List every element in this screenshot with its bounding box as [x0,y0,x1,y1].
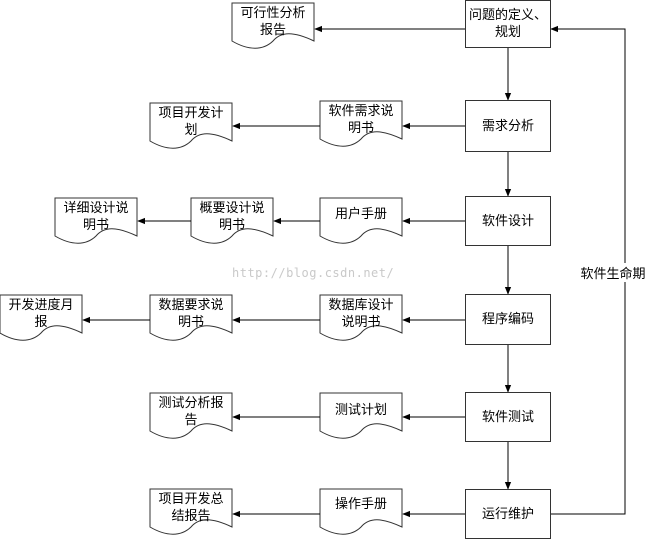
document-shape-d1 [231,2,315,49]
watermark: http://blog.csdn.net/ [232,266,395,280]
process-requirements-analysis: 需求分析 [465,100,551,152]
doc-test-plan: 测试计划 [334,402,387,418]
doc-user-manual: 用户手册 [334,206,387,222]
doc-operation-manual: 操作手册 [334,496,387,512]
document-shape-d4 [319,197,403,244]
document-shape-d13 [149,488,233,535]
doc-test-analysis: 测试分析报告 [158,396,224,428]
document-shape-d12 [319,488,403,535]
doc-summary-report: 项目开发总结报告 [158,492,224,524]
doc-project-plan: 项目开发计划 [158,106,224,138]
document-shape-d6 [54,197,138,244]
process-software-design: 软件设计 [465,196,551,246]
doc-progress-report: 开发进度月报 [8,298,74,330]
doc-detailed-design: 详细设计说明书 [63,201,129,233]
document-shape-d8 [149,294,233,341]
process-maintenance: 运行维护 [465,489,551,539]
process-testing: 软件测试 [465,392,551,442]
lifecycle-label: 软件生命期 [576,263,650,282]
document-shapes [0,2,403,535]
document-shape-d9 [0,294,83,341]
doc-overview-design: 概要设计说明书 [199,201,265,233]
doc-data-requirements: 数据要求说明书 [158,298,224,330]
document-shape-d5 [190,197,274,244]
doc-database-design: 数据库设计说明书 [328,298,394,330]
document-shape-d10 [319,392,403,439]
doc-feasibility-report: 可行性分析报告 [240,6,306,38]
process-coding: 程序编码 [465,294,551,345]
document-shape-d7 [319,294,403,341]
arrows [82,25,626,518]
document-shape-d2 [319,100,403,147]
process-problem-definition: 问题的定义、规划 [465,0,551,48]
doc-requirements-spec: 软件需求说明书 [328,104,394,136]
document-shape-d11 [149,392,233,439]
document-shape-d3 [149,102,233,149]
